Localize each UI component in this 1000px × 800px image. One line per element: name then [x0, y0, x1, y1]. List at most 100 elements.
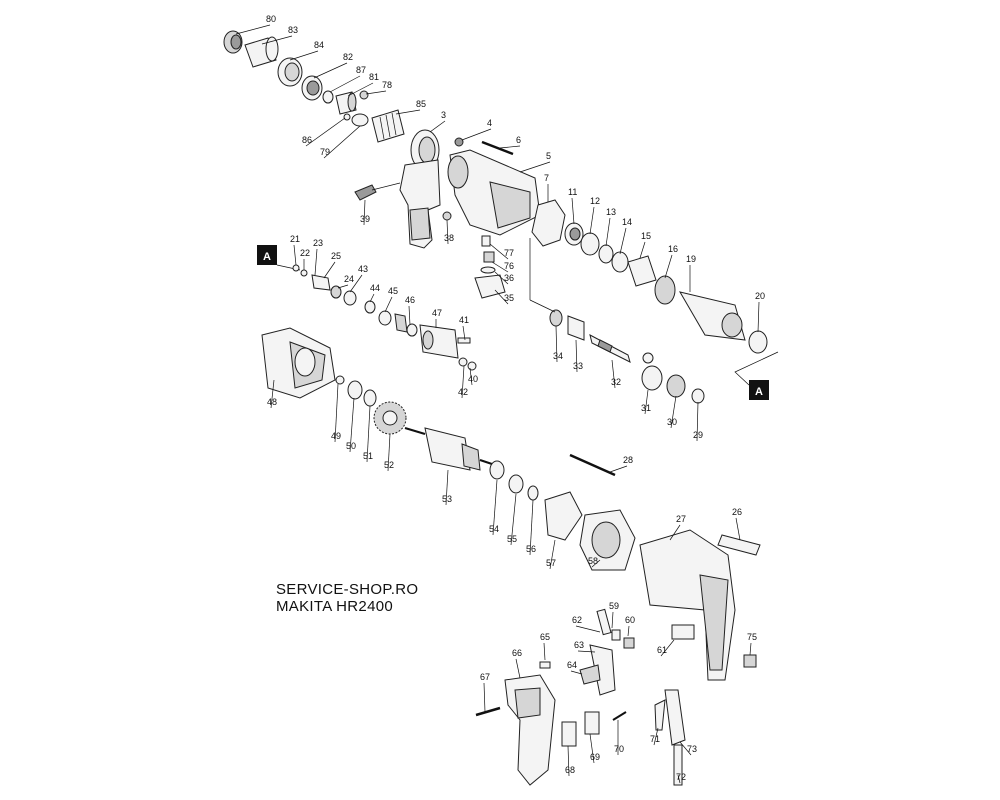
part-number-16: 16	[668, 244, 678, 254]
leader-line-73	[679, 741, 692, 756]
leader-line-50	[349, 397, 355, 453]
chuck-assembly	[223, 30, 405, 143]
leader-line-77	[489, 243, 509, 260]
part-number-58: 58	[588, 556, 598, 566]
part-number-52: 52	[384, 460, 394, 470]
leader-line-71	[653, 727, 659, 746]
leader-line-57	[549, 539, 556, 570]
part-number-41: 41	[459, 315, 469, 325]
part-number-69: 69	[590, 752, 600, 762]
part-number-86: 86	[302, 135, 312, 145]
part-number-71: 71	[650, 734, 660, 744]
leader-line-82	[313, 62, 348, 79]
leader-line-83	[261, 35, 293, 45]
leader-line-62	[575, 625, 601, 633]
part-number-24: 24	[344, 274, 354, 284]
part-number-51: 51	[363, 451, 373, 461]
leader-line-32	[611, 359, 616, 389]
part-number-11: 11	[568, 187, 577, 197]
caption-shop: SERVICE-SHOP.RO	[276, 581, 419, 598]
part-number-64: 64	[567, 660, 577, 670]
part-number-22: 22	[300, 248, 310, 258]
leader-lines	[235, 24, 760, 784]
leader-line-65	[543, 642, 546, 661]
intermediate-shaft	[549, 309, 705, 404]
leader-line-15	[639, 241, 646, 259]
leader-line-80	[235, 24, 271, 35]
part-number-60: 60	[625, 615, 635, 625]
spindle-gears	[564, 222, 768, 354]
leader-line-24	[337, 284, 349, 289]
leader-line-45	[384, 296, 393, 313]
impact-mechanism	[292, 264, 477, 371]
part-number-39: 39	[360, 214, 370, 224]
part-number-23: 23	[313, 238, 323, 248]
part-number-40: 40	[468, 374, 478, 384]
part-number-77: 77	[504, 248, 514, 258]
leader-line-28	[609, 465, 628, 473]
part-number-29: 29	[693, 430, 703, 440]
leader-line-41	[462, 325, 466, 341]
leader-line-13	[605, 217, 611, 247]
part-labels: 8083848287817885867934653938777636357111…	[266, 14, 765, 782]
armature	[404, 427, 496, 471]
part-number-84: 84	[314, 40, 324, 50]
part-number-44: 44	[370, 283, 380, 293]
leader-line-36	[494, 271, 509, 285]
leader-line-42	[461, 365, 465, 399]
part-number-31: 31	[641, 403, 651, 413]
part-number-33: 33	[573, 361, 583, 371]
leader-line-56	[529, 499, 534, 556]
part-number-6: 6	[516, 135, 521, 145]
leader-line-76	[491, 261, 509, 273]
leader-line-85	[395, 109, 421, 115]
part-number-87: 87	[356, 65, 366, 75]
part-number-72: 72	[676, 772, 686, 782]
part-number-65: 65	[540, 632, 550, 642]
leader-line-31	[644, 389, 649, 415]
leader-line-29	[696, 401, 699, 442]
part-number-49: 49	[331, 431, 341, 441]
leader-line-3	[429, 120, 446, 133]
part-number-59: 59	[609, 601, 619, 611]
leader-line-87	[329, 75, 361, 93]
part-number-38: 38	[444, 233, 454, 243]
leader-line-86	[305, 117, 346, 147]
part-number-28: 28	[623, 455, 633, 465]
leader-line-40	[469, 367, 473, 386]
crank-housing	[261, 327, 336, 399]
part-number-82: 82	[343, 52, 353, 62]
part-number-80: 80	[266, 14, 276, 24]
leader-line-44	[369, 293, 375, 303]
leader-line-55	[510, 493, 517, 546]
gear-housing	[442, 137, 541, 236]
leader-line-84	[289, 50, 319, 61]
leader-line-49	[334, 383, 339, 443]
part-number-61: 61	[657, 645, 667, 655]
leader-line-35	[494, 289, 509, 305]
leader-line-58	[591, 559, 601, 568]
leader-line-20	[757, 301, 760, 333]
reference-tag-right: A	[749, 380, 769, 400]
part-number-5: 5	[546, 151, 551, 161]
handle-half	[475, 661, 556, 786]
part-number-53: 53	[442, 494, 452, 504]
part-number-26: 26	[732, 507, 742, 517]
leader-line-46	[408, 305, 411, 326]
leader-line-14	[619, 227, 627, 255]
leader-line-60	[627, 625, 630, 637]
leader-line-43	[349, 274, 363, 293]
part-number-66: 66	[512, 648, 522, 658]
part-number-68: 68	[565, 765, 575, 775]
part-number-14: 14	[622, 217, 632, 227]
part-number-36: 36	[504, 273, 514, 283]
leader-line-66	[515, 658, 521, 679]
leader-line-21	[293, 244, 297, 266]
part-number-67: 67	[480, 672, 490, 682]
leader-line-23	[314, 248, 318, 276]
field-assembly	[489, 453, 636, 571]
leader-line-39	[363, 199, 366, 226]
part-number-19: 19	[686, 254, 696, 264]
leader-line-52	[387, 433, 391, 472]
gasket-7	[531, 199, 566, 247]
